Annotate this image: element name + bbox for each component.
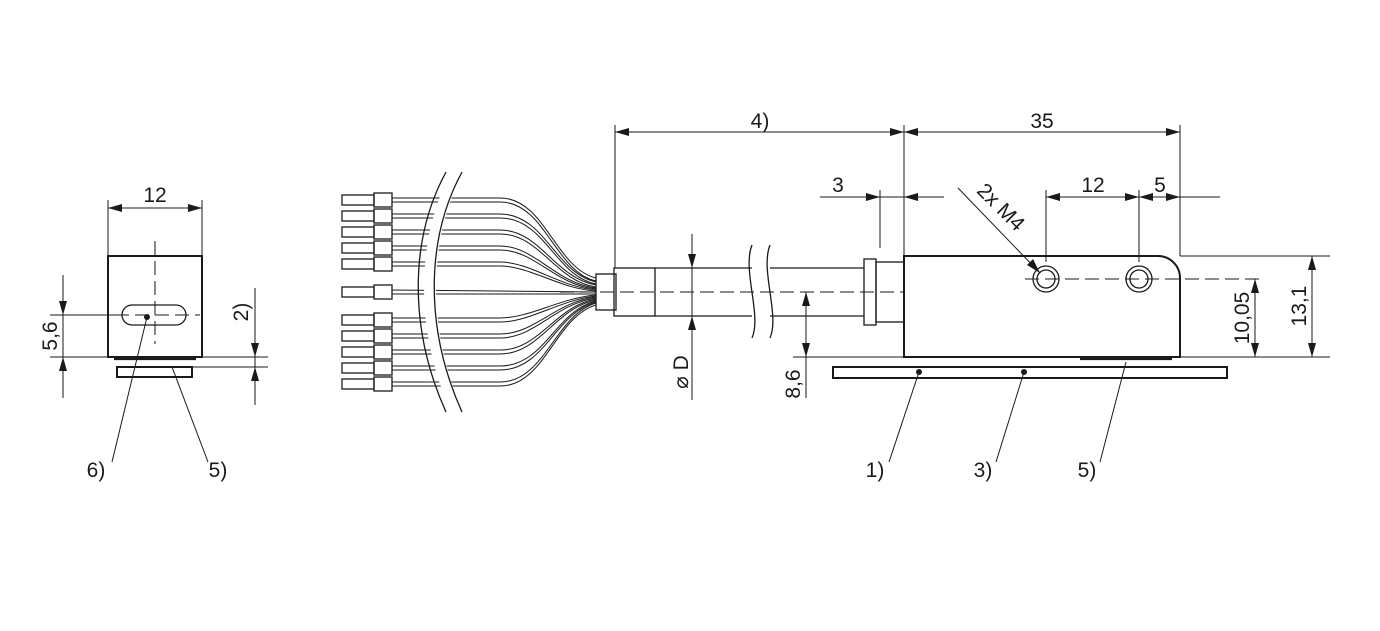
sensor-mounting-plate <box>832 366 1228 379</box>
sensor-gap-label: 3 <box>832 174 844 197</box>
sensor-callout-5: 5) <box>1078 459 1097 482</box>
cable-sleeve-inner <box>595 273 617 311</box>
cable-height-label: 8,6 <box>782 369 805 398</box>
sensor-callout-1: 1) <box>866 459 885 482</box>
total-height-label: 13,1 <box>1288 286 1311 327</box>
side-view-callout-6: 6) <box>87 459 106 482</box>
edge-distance-label: 5 <box>1154 174 1166 197</box>
cable-assembly: ⌀ D 8,6 4) <box>341 110 920 413</box>
side-view-plate <box>116 366 193 378</box>
sensor-body <box>903 255 1181 358</box>
wire-break-symbol <box>417 170 464 413</box>
diameter-symbol: ⌀ <box>670 376 693 389</box>
axis-height-label: 10,05 <box>1231 292 1254 345</box>
thread-label: 2x M4 <box>972 179 1029 236</box>
side-view-callout-5: 5) <box>209 459 228 482</box>
svg-text:⌀ D: ⌀ D <box>670 355 693 389</box>
side-view-width-label: 12 <box>143 184 166 207</box>
diameter-value: D <box>670 355 693 370</box>
cable-length-label: 4) <box>751 110 770 133</box>
cable-diameter-label: ⌀ D <box>670 355 693 389</box>
side-view: 12 5,6 2) 6) 5) <box>39 184 268 482</box>
side-view-offset-label: 2) <box>230 303 253 322</box>
hole-spacing-label: 12 <box>1081 174 1104 197</box>
sensor-length-label: 35 <box>1030 110 1053 133</box>
side-view-height-label: 5,6 <box>39 321 62 350</box>
sensor-callout-3: 3) <box>974 459 993 482</box>
connector-pins <box>341 192 393 392</box>
sensor-view: 35 3 12 5 2x M4 10,05 13,1 <box>820 110 1330 482</box>
